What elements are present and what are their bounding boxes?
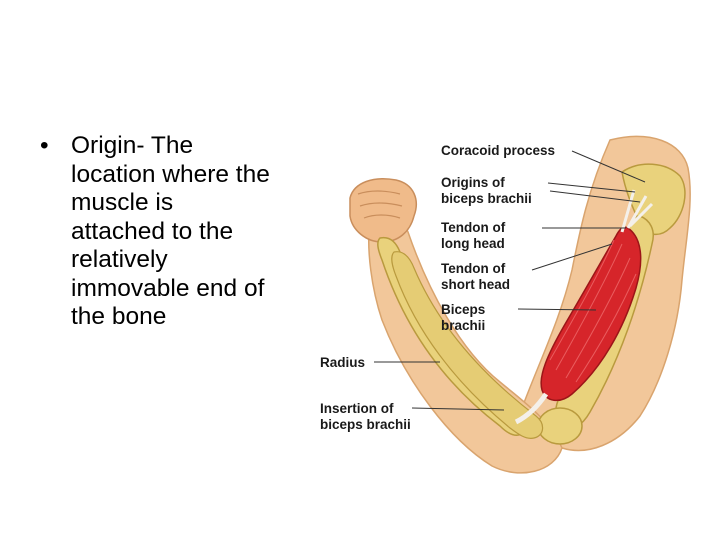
label-biceps-brachii: Biceps brachii [441,302,486,333]
bullet-line: relatively [71,246,168,273]
label-radius: Radius [320,355,366,370]
arm-anatomy-illustration [349,135,691,474]
biceps-striations [549,239,637,383]
bullet-line: muscle is [71,189,174,216]
fist-knuckles [357,190,403,219]
label-coracoid-process: Coracoid process [441,143,556,158]
leader-lines [374,150,646,411]
bullet-line: immovable end of [71,274,265,302]
bullet-line: Origin- The [71,132,194,159]
label-origins-biceps: Origins of biceps brachii [441,175,532,206]
arm-anatomy-figure: Coracoid process Origins of biceps brach… [310,120,720,495]
bullet-marker: • [40,132,49,159]
bullet-text: Origin- The location where the muscle is… [71,132,302,332]
label-tendon-long-head: Tendon of long head [441,220,506,251]
bullet-line: location where the [71,160,270,188]
origin-tendons [620,189,654,233]
bullet-item: • Origin- The location where the muscle … [40,132,302,332]
bullet-line: the bone [71,303,167,330]
bullet-line: attached to the [71,217,234,245]
biceps-muscle [540,226,642,402]
fist [349,178,417,243]
elbow-joint [537,407,583,445]
label-insertion-biceps: Insertion of biceps brachii [320,401,411,432]
ulna-bone [391,251,544,439]
label-tendon-short-head: Tendon of short head [441,261,511,292]
insertion-tendon [514,392,549,425]
